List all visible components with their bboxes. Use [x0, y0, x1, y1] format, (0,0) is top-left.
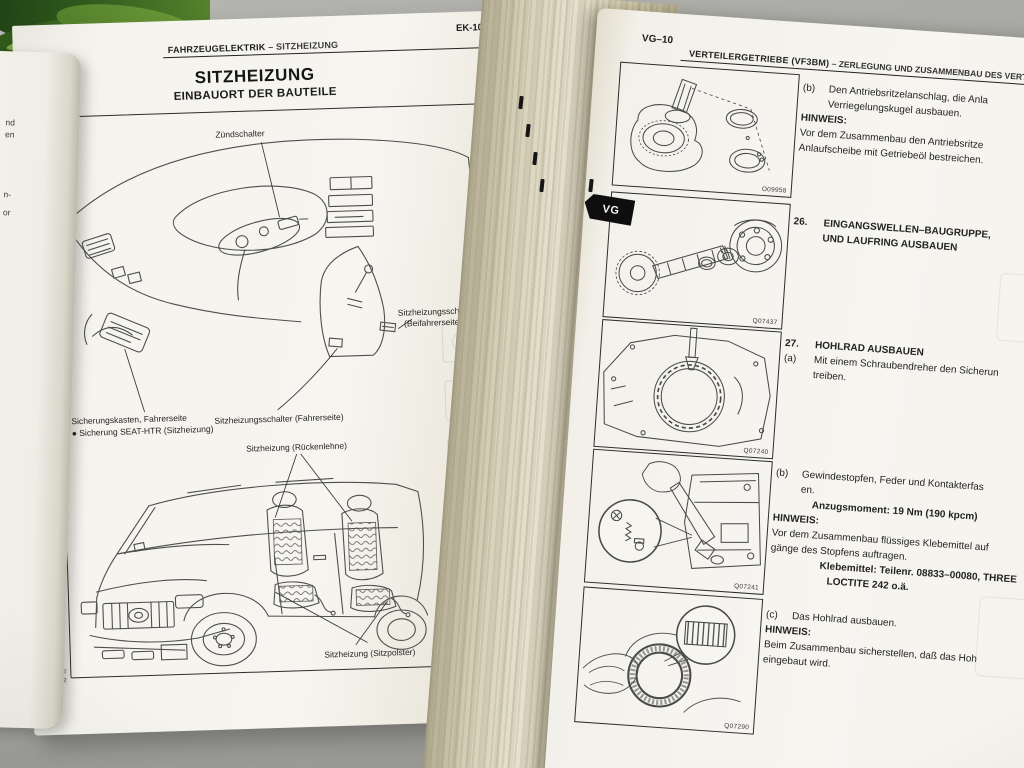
label-passenger-seat-heater-switch: Sitzheizungsschalter: [398, 305, 477, 317]
label-passenger-side: (Beifahrerseite): [404, 317, 463, 329]
snap-ring-removal-drawing: [603, 327, 771, 447]
ring-gear-drawing: [582, 605, 741, 713]
figure-ring-gear: Q07290: [574, 586, 764, 735]
figure-input-shaft: Q07437: [602, 191, 791, 330]
figure-plug-removal: Q07241: [583, 448, 773, 595]
text-fragment: nd: [5, 117, 16, 128]
vehicle-diagram: Sitzheizung (Rückenlehne) Sitzheizung (S…: [80, 440, 429, 667]
left-page: FAHRZEUGELEKTRIK – SITZHEIZUNG EK-109 SI…: [12, 10, 537, 736]
step-number: 26.: [793, 216, 808, 229]
step-26-heading: 26.EINGANGSWELLEN–BAUGRUPPE, UND LAUFRIN…: [792, 214, 991, 258]
input-shaft-drawing: [615, 219, 783, 296]
step-number: 27.: [784, 337, 800, 350]
label-seat-heater-fuse: ● Sicherung SEAT-HTR (Sitzheizung): [72, 424, 214, 438]
item-label: (a): [783, 352, 797, 365]
dashboard-diagram: Zündschalter Sitzheizungsschalter (Beifa…: [62, 128, 480, 438]
step-b-gewindestopfen: (b)Gewindestopfen, Feder und Kontakterfa…: [768, 466, 1023, 603]
figure-drive-pinion: O09958: [611, 61, 800, 198]
item-label: (b): [802, 82, 816, 95]
drive-pinion-drawing: [630, 78, 770, 173]
show-through-sketch: [974, 596, 1024, 683]
item-label: (b): [775, 467, 789, 480]
text-fragment: or: [2, 207, 11, 218]
label-seat-heater-backrest: Sitzheizung (Rückenlehne): [246, 440, 347, 453]
section-name: FAHRZEUGELEKTRIK: [167, 42, 266, 56]
text-fragment: en: [4, 129, 15, 140]
label-fuse-box: Sicherungskasten, Fahrerseite: [71, 413, 187, 427]
section-topic: – SITZHEIZUNG: [268, 39, 339, 52]
step-b-anschlag: (b)Den Antriebsritzelanschlag, die Anla …: [798, 81, 988, 169]
right-page-number: VG–10: [641, 33, 674, 47]
label-driver-seat-heater-switch: Sitzheizungsschalter (Fahrerseite): [214, 412, 344, 426]
label-ignition-switch: Zündschalter: [215, 128, 265, 140]
step-c-hohlrad: (c)Das Hohlrad ausbauen. HINWEIS: Beim Z…: [762, 607, 979, 682]
instruction-column: (b)Den Antriebsritzelanschlag, die Anla …: [763, 23, 1024, 670]
figure-snap-ring-removal: Q07240: [593, 319, 782, 460]
step-27-hohlrad: 27.HOHLRAD AUSBAUEN (a)Mit einem Schraub…: [782, 336, 1000, 396]
show-through-sketch: [995, 272, 1024, 347]
component-location-figure: Zündschalter Sitzheizungsschalter (Beifa…: [52, 103, 500, 679]
plug-removal-drawing: [598, 461, 761, 569]
chapter-topic: – ZERLEGUNG UND ZUSAMMENBAU DES VERTEILE…: [831, 58, 1024, 85]
text-fragment: n-: [3, 189, 12, 200]
label-seat-heater-cushion: Sitzheizung (Sitzpolster): [324, 647, 415, 660]
item-label: (c): [765, 609, 779, 622]
right-page: VG–10 VERTEILERGETRIEBE (VF3BM) – ZERLEG…: [542, 8, 1024, 768]
vg-tab-label: VG: [601, 202, 621, 217]
